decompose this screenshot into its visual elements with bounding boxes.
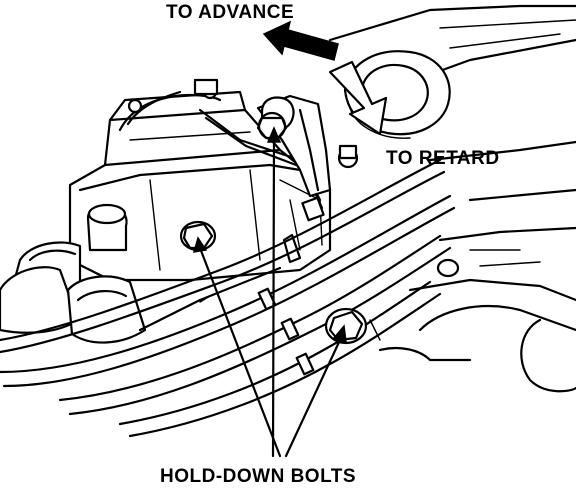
label-hold-down-bolts: HOLD-DOWN BOLTS: [160, 466, 356, 487]
label-to-retard: TO RETARD: [386, 148, 500, 169]
retard-arrow: [328, 60, 388, 136]
bolt-leader-lines: [192, 126, 347, 458]
hold-down-bolt-left: [179, 220, 217, 252]
cap-towers: [0, 203, 147, 344]
distributor-body: [68, 78, 332, 282]
label-to-advance: TO ADVANCE: [166, 2, 294, 23]
spark-plug-wires: [0, 158, 456, 438]
advance-arrow: [262, 20, 339, 61]
